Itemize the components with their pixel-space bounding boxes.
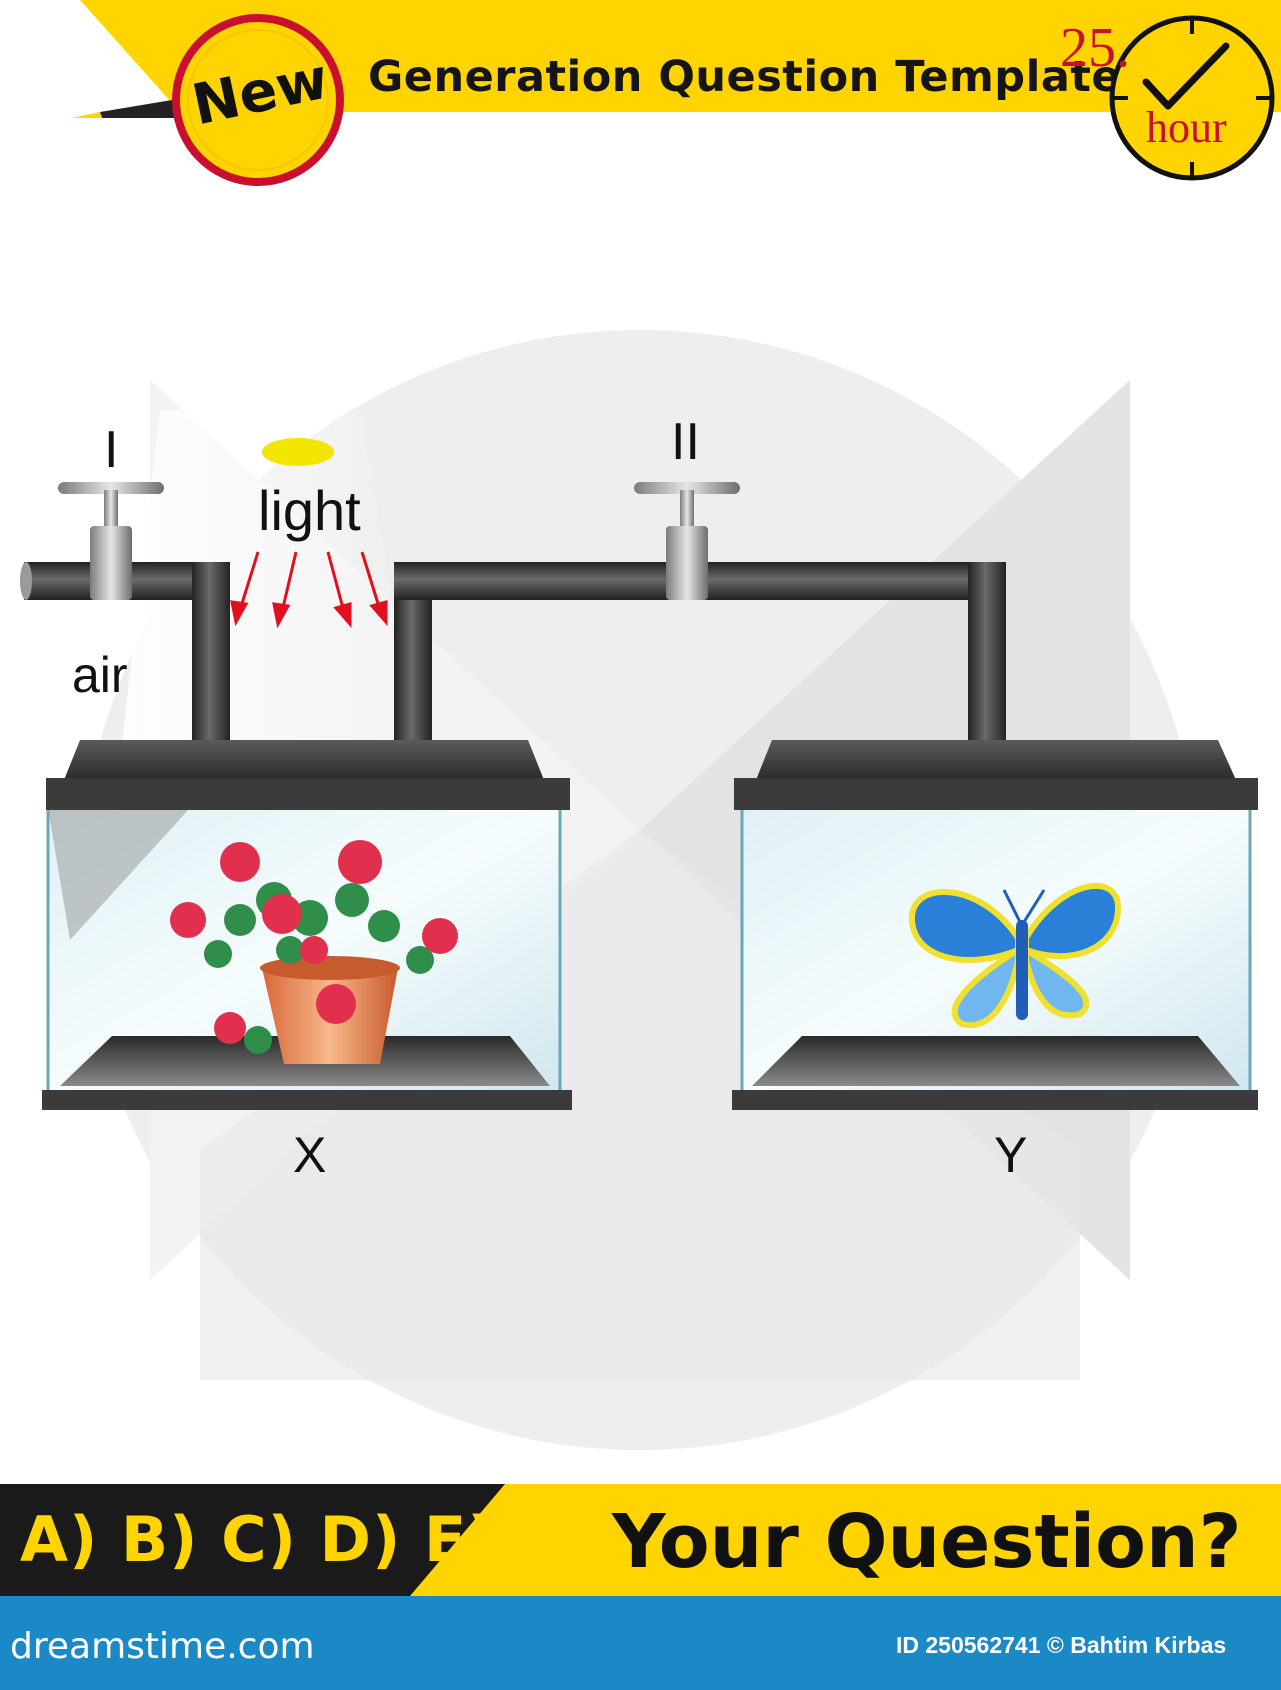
tank-x <box>42 740 572 1110</box>
light-label: light <box>258 479 361 542</box>
top-banner <box>71 0 1281 118</box>
valve-1-label: I <box>104 421 119 479</box>
butterfly-icon <box>908 882 1122 1029</box>
valve-2-label: II <box>671 413 700 471</box>
tank-y-label: Y <box>994 1127 1028 1183</box>
valve-2-icon <box>634 482 740 600</box>
new-badge-icon <box>172 14 344 186</box>
tank-x-label: X <box>293 1127 327 1183</box>
clock-icon <box>1109 15 1275 181</box>
light-arrows <box>230 551 388 629</box>
answer-bar <box>0 1484 1281 1596</box>
clock-unit-label: hour <box>1146 103 1227 152</box>
page-title: Generation Question Template <box>368 52 1122 102</box>
valve-1-icon <box>58 482 164 600</box>
clock-hours-label: 25. <box>1060 17 1130 79</box>
air-label: air <box>72 647 128 703</box>
magnifier-handle-icon <box>71 100 177 118</box>
footer-brand: dreamstime.com <box>10 1626 315 1667</box>
footer-strip <box>0 1596 1281 1690</box>
tank-y <box>732 740 1258 1110</box>
question-text: Your Question? <box>612 1499 1242 1585</box>
answer-options: A) B) C) D) E) <box>20 1503 497 1576</box>
footer-credit: ID 250562741 © Bahtim Kirbas <box>896 1632 1227 1658</box>
plant-icon <box>170 840 458 1064</box>
